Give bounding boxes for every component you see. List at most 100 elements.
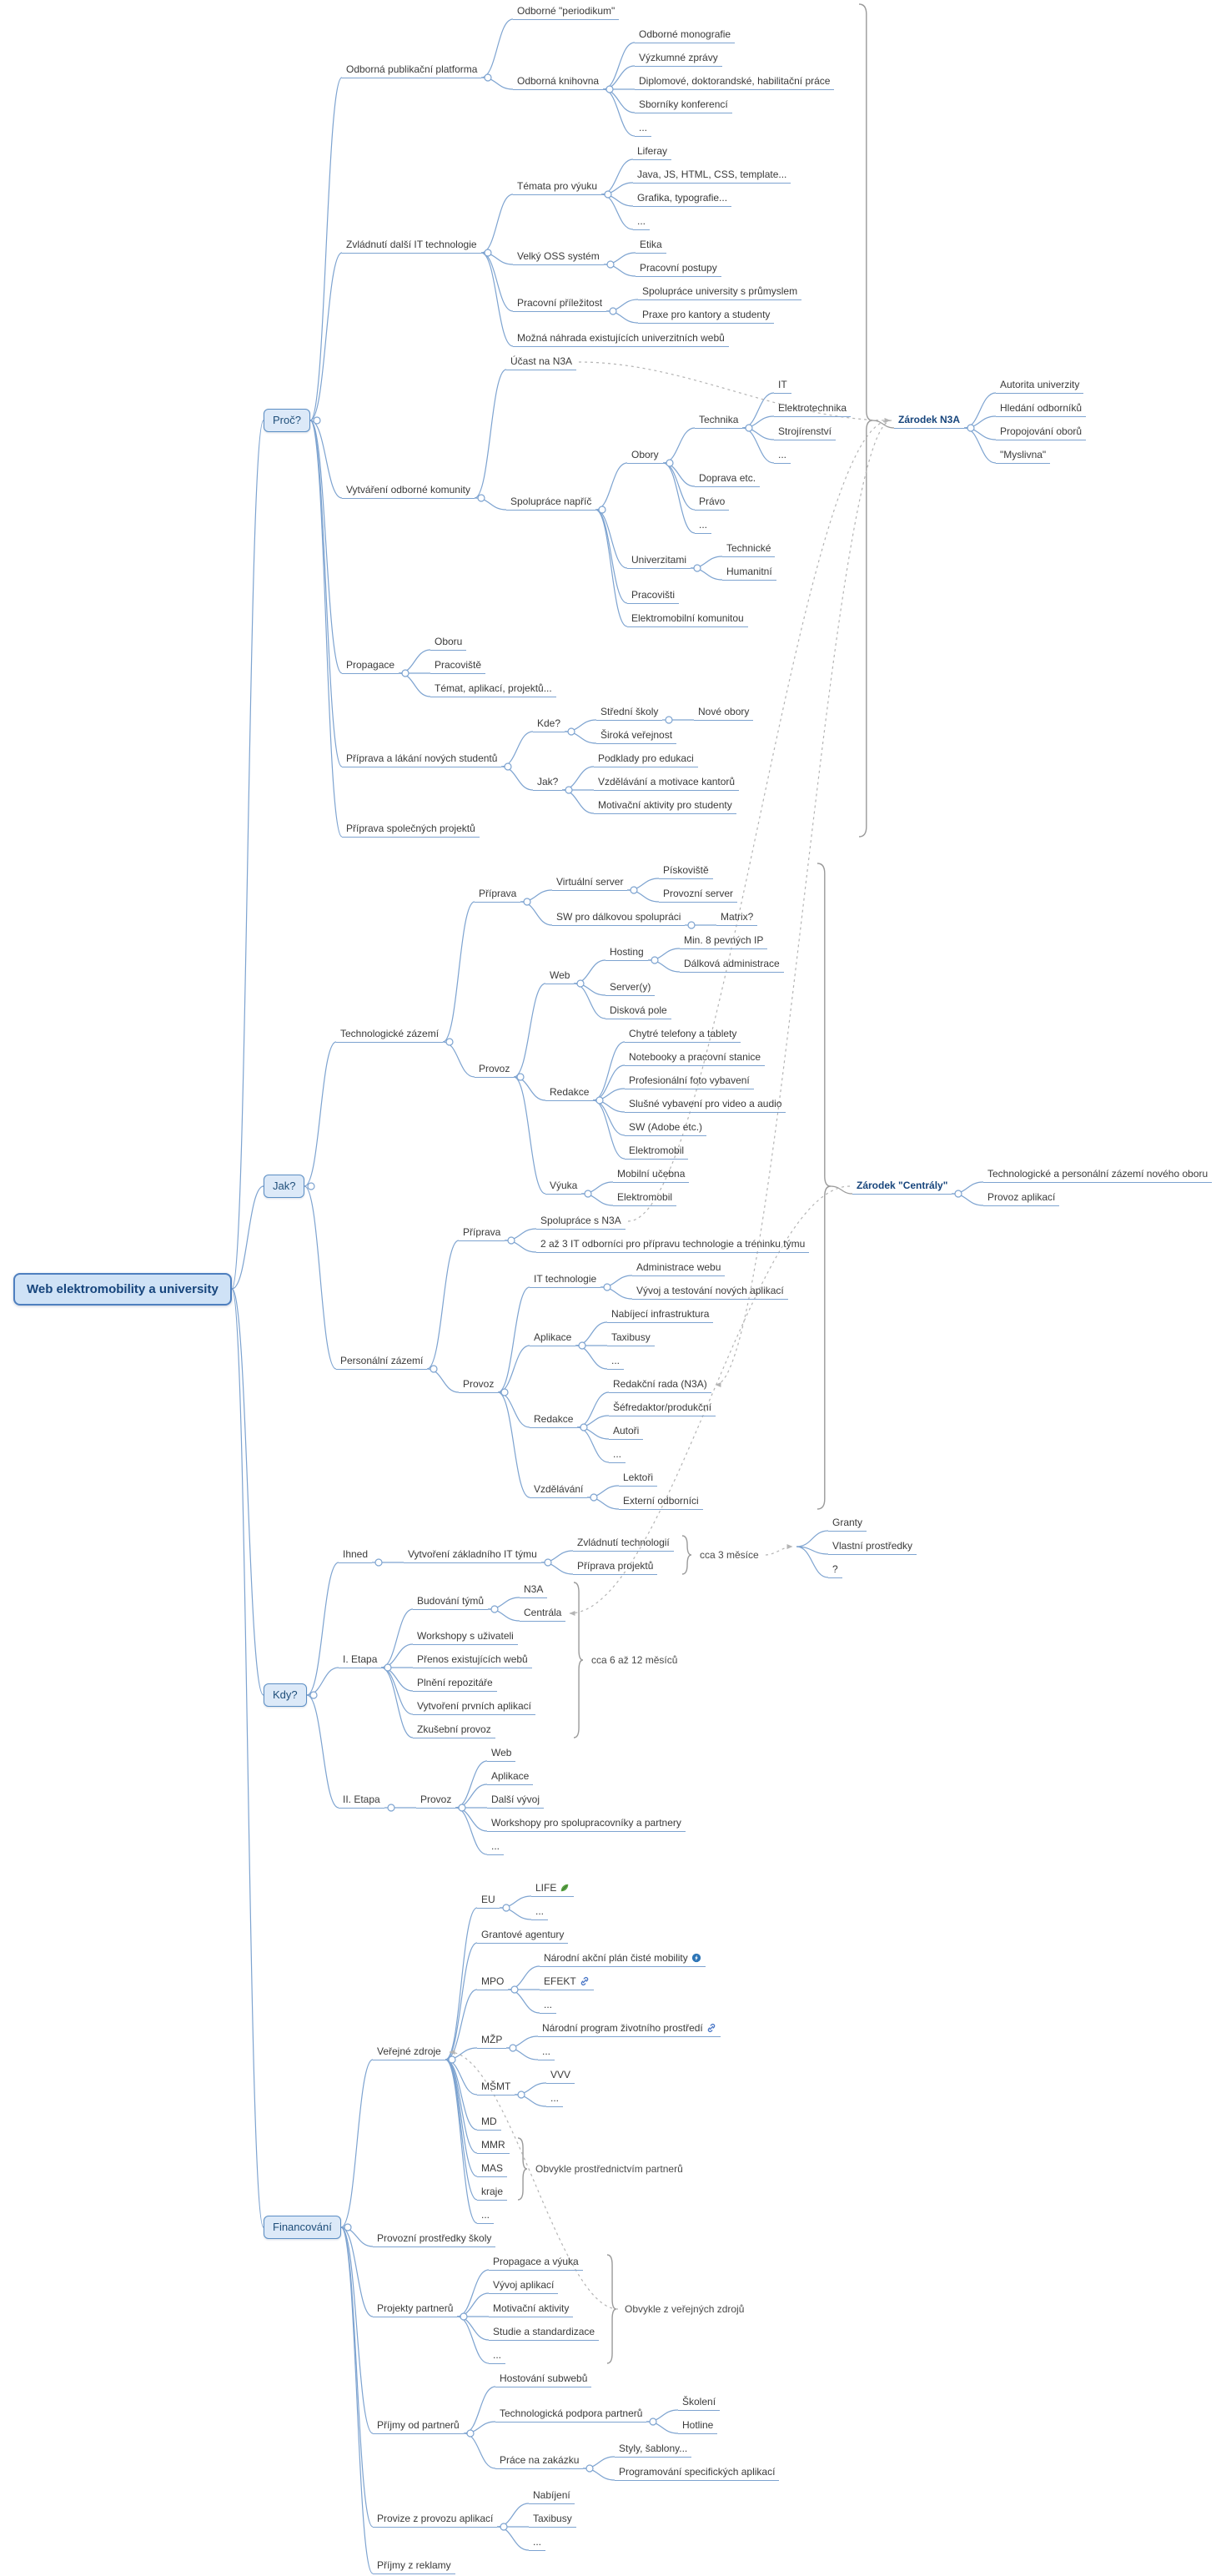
jak[interactable]: Jak? — [264, 1175, 305, 1198]
collapse-handle[interactable] — [504, 762, 512, 771]
topic[interactable]: Budování týmů — [413, 1593, 489, 1610]
collapse-handle[interactable] — [507, 1236, 515, 1245]
topic[interactable]: Grafika, typografie... — [633, 190, 732, 207]
summary-cca3[interactable]: cca 3 měsíce — [696, 1547, 763, 1563]
topic[interactable]: Šéfredaktor/produkční — [609, 1400, 716, 1416]
topic[interactable]: Sborníky konferencí — [635, 97, 732, 113]
topic[interactable]: Server(y) — [605, 979, 656, 996]
summary-verejne[interactable]: Obvykle z veřejných zdrojů — [621, 2302, 748, 2317]
collapse-handle[interactable] — [448, 2055, 456, 2064]
topic[interactable]: Pískoviště — [659, 863, 713, 879]
topic[interactable]: ... — [540, 1997, 557, 2014]
topic[interactable]: IT technologie — [530, 1271, 601, 1288]
collapse-handle[interactable] — [500, 1388, 509, 1396]
topic[interactable]: Ihned — [339, 1547, 373, 1563]
collapse-handle[interactable] — [445, 1038, 454, 1046]
topic[interactable]: Obory — [627, 447, 663, 464]
topic[interactable]: Střední školy — [596, 704, 663, 721]
i-etapa[interactable]: I. Etapa — [339, 1652, 382, 1668]
collapse-handle[interactable] — [603, 1283, 611, 1291]
topic[interactable]: Lektoři — [619, 1470, 658, 1487]
topic[interactable]: Příprava projektů — [573, 1558, 658, 1575]
topic[interactable]: Elektrotechnika — [774, 400, 852, 417]
topic[interactable]: Spolupráce napříč — [506, 494, 596, 511]
topic[interactable]: Velký OSS systém — [513, 249, 604, 265]
topic[interactable]: Široká veřejnost — [596, 727, 677, 744]
topic[interactable]: Zvládnutí další IT technologie — [342, 237, 481, 254]
topic[interactable]: ... — [695, 517, 712, 534]
topic[interactable]: Administrace webu — [632, 1260, 726, 1276]
topic[interactable]: Provoz — [416, 1792, 456, 1809]
topic[interactable]: Workshopy s uživateli — [413, 1628, 518, 1645]
collapse-handle[interactable] — [517, 2090, 525, 2099]
root[interactable]: Web elektromobility a university — [13, 1272, 232, 1306]
collapse-handle[interactable] — [387, 1804, 395, 1812]
topic[interactable]: Hledání odborníků — [996, 400, 1087, 417]
topic[interactable]: Hostování subwebů — [495, 2371, 592, 2387]
collapse-handle[interactable] — [649, 2418, 657, 2426]
topic[interactable]: SW (Adobe etc.) — [625, 1119, 707, 1136]
topic[interactable]: ... — [633, 214, 651, 230]
topic[interactable]: Humanitní — [722, 564, 776, 581]
redakcni-rada[interactable]: Redakční rada (N3A) — [609, 1376, 711, 1393]
topic[interactable]: ... — [635, 120, 652, 137]
topic[interactable]: ? — [828, 1562, 842, 1578]
mmr[interactable]: MMR — [477, 2137, 510, 2154]
collapse-handle[interactable] — [687, 921, 696, 929]
topic[interactable]: Příprava — [459, 1225, 505, 1241]
personalni-zazemi[interactable]: Personální zázemí — [336, 1353, 428, 1370]
topic[interactable]: Hosting — [605, 944, 648, 961]
topic[interactable]: Pracovní příležitost — [513, 295, 607, 312]
topic[interactable]: Nabíjecí infrastruktura — [607, 1306, 714, 1323]
topic[interactable]: ... — [477, 2207, 495, 2224]
collapse-handle[interactable] — [665, 716, 673, 724]
topic[interactable]: Odborná knihovna — [513, 73, 604, 90]
topic[interactable]: Redakce — [545, 1084, 594, 1101]
summary-partneri[interactable]: Obvykle prostřednictvím partnerů — [531, 2161, 687, 2177]
collapse-handle[interactable] — [745, 424, 753, 432]
collapse-handle[interactable] — [516, 1073, 525, 1081]
collapse-handle[interactable] — [666, 459, 674, 467]
topic[interactable]: Autoři — [609, 1423, 644, 1440]
collapse-handle[interactable] — [500, 2523, 508, 2531]
collapse-handle[interactable] — [430, 1365, 438, 1373]
collapse-handle[interactable] — [595, 1096, 604, 1104]
collapse-handle[interactable] — [604, 190, 612, 199]
collapse-handle[interactable] — [313, 416, 321, 425]
topic[interactable]: II. Etapa — [339, 1792, 384, 1809]
topic[interactable]: Strojírenství — [774, 424, 837, 440]
topic[interactable]: Témata pro výuku — [513, 179, 602, 195]
collapse-handle[interactable] — [590, 1493, 598, 1502]
vytvoreni-it-tymu[interactable]: Vytvoření základního IT týmu — [404, 1547, 541, 1563]
projekty-partneru[interactable]: Projekty partnerů — [373, 2301, 458, 2317]
topic[interactable]: ... — [546, 2090, 564, 2107]
topic[interactable]: Styly, šablony... — [615, 2441, 692, 2458]
collapse-handle[interactable] — [384, 1663, 392, 1672]
topic[interactable]: Právo — [695, 494, 730, 511]
collapse-handle[interactable] — [477, 494, 485, 502]
topic[interactable]: EU — [477, 1892, 500, 1909]
topic[interactable]: Příprava společných projektů — [342, 821, 480, 838]
topic[interactable]: Propagace — [342, 657, 399, 674]
topic[interactable]: "Myslivna" — [996, 447, 1051, 464]
topic[interactable]: Mobilní učebna — [613, 1166, 690, 1183]
topic[interactable]: Aplikace — [487, 1768, 534, 1785]
topic[interactable]: Výuka — [545, 1178, 582, 1195]
topic[interactable]: MD — [477, 2114, 501, 2131]
spoluprace-s-n3a[interactable]: Spolupráce s N3A — [536, 1213, 626, 1230]
topic[interactable]: Příjmy od partnerů — [373, 2418, 464, 2434]
topic[interactable]: VVV — [546, 2067, 575, 2084]
topic[interactable]: Disková pole — [605, 1003, 671, 1019]
topic[interactable]: Jak? — [533, 774, 563, 791]
topic[interactable]: Propojování oborů — [996, 424, 1087, 440]
topic[interactable]: Národní program životního prostředí — [538, 2020, 721, 2037]
topic[interactable]: EFEKT — [540, 1974, 594, 1990]
collapse-handle[interactable] — [484, 249, 492, 257]
collapse-handle[interactable] — [309, 1691, 318, 1699]
collapse-handle[interactable] — [460, 2312, 468, 2321]
topic[interactable]: Pracovní postupy — [636, 260, 721, 277]
topic[interactable]: ... — [538, 2044, 555, 2060]
topic[interactable]: Diplomové, doktorandské, habilitační prá… — [635, 73, 835, 90]
topic[interactable]: SW pro dálkovou spolupráci — [552, 909, 686, 926]
topic[interactable]: Vytváření odborné komunity — [342, 482, 475, 499]
